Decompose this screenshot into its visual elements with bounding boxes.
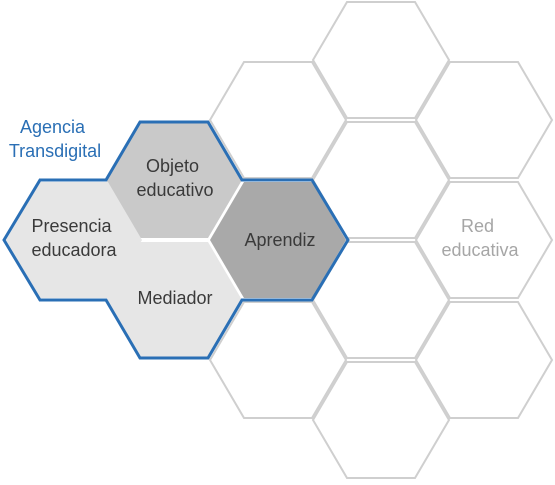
network-hex-upper-left <box>208 61 348 179</box>
agency-label-line-1: Agencia <box>20 117 86 137</box>
network-label-line-2: educativa <box>441 240 519 260</box>
label-aprendiz-line-1: Aprendiz <box>244 230 315 250</box>
label-mediador-line-1: Mediador <box>137 288 212 308</box>
network-hex-center-right <box>414 181 554 299</box>
network-hex-upper-right <box>414 61 554 179</box>
hex-objeto-educativo <box>106 122 242 238</box>
hex-mediador <box>106 242 242 358</box>
label-presencia-line-2: educadora <box>31 240 117 260</box>
agency-outline <box>2 120 350 360</box>
network-hex-top <box>311 0 451 119</box>
hex-presencia-educadora <box>6 182 142 298</box>
label-presencia-line-1: Presencia <box>31 216 112 236</box>
hex-aprendiz <box>210 182 346 298</box>
label-objeto-educativo: Objeto educativo <box>136 156 213 200</box>
network-hex-bottom <box>311 361 451 479</box>
network-hex-lower-right <box>414 301 554 419</box>
network-hexagons <box>208 0 554 479</box>
label-presencia-educadora: Presencia educadora <box>31 216 117 260</box>
network-hex-lower-left <box>208 301 348 419</box>
label-aprendiz: Aprendiz <box>244 230 315 250</box>
network-label-line-1: Red <box>461 216 494 236</box>
network-label: Red educativa <box>441 216 519 260</box>
agency-group-label: Agencia Transdigital <box>9 117 101 161</box>
label-objeto-line-1: Objeto <box>146 156 199 176</box>
agency-label-line-2: Transdigital <box>9 141 101 161</box>
agency-hexagons <box>6 122 346 358</box>
label-mediador: Mediador <box>137 288 212 308</box>
label-objeto-line-2: educativo <box>136 180 213 200</box>
